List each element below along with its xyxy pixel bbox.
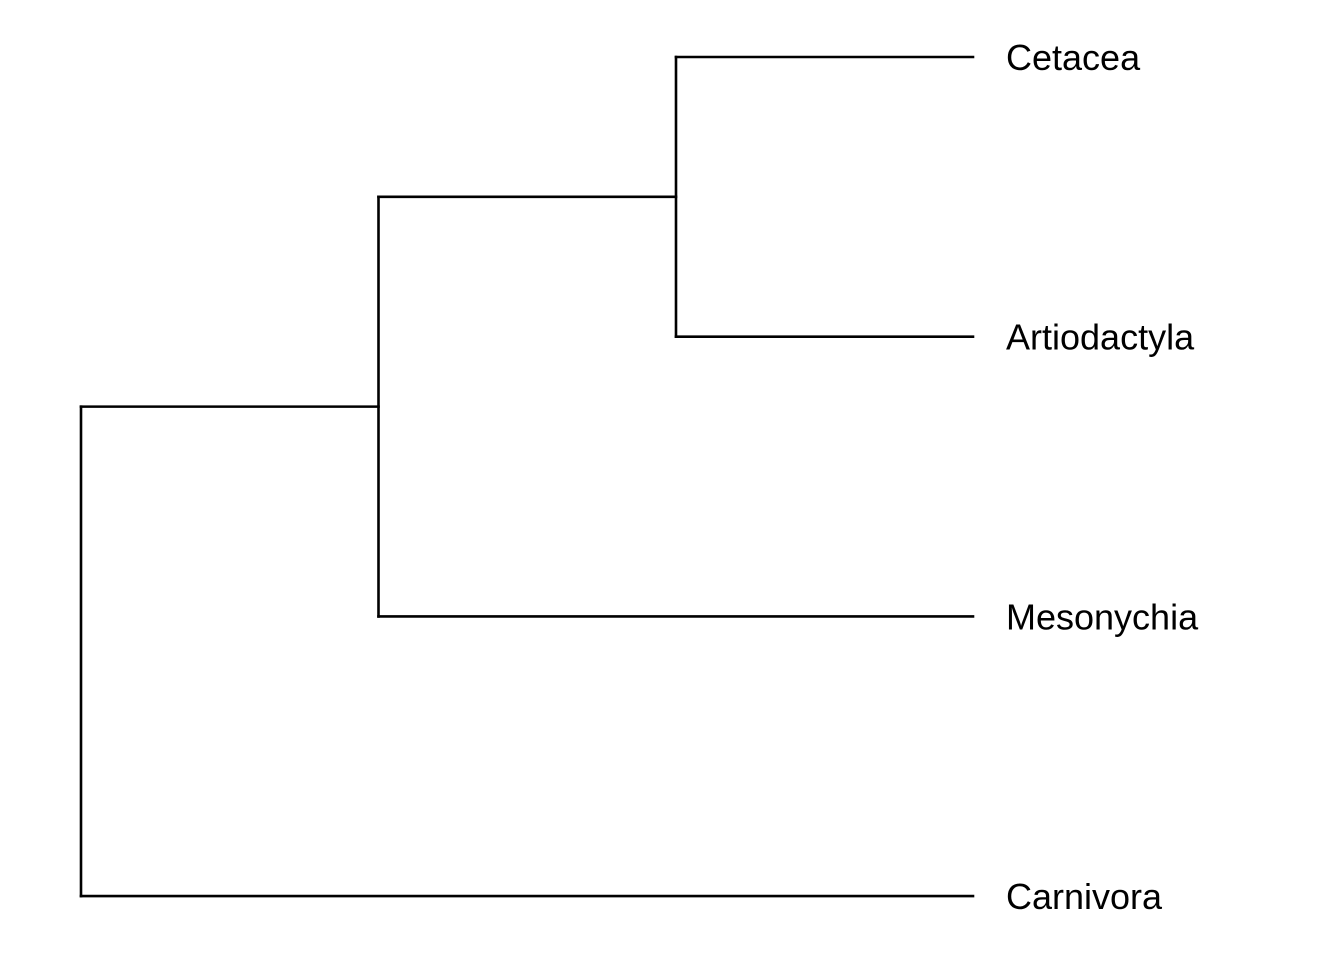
tip-label-mesonychia: Mesonychia bbox=[1006, 596, 1199, 637]
tip-label-cetacea: Cetacea bbox=[1006, 37, 1141, 78]
tip-label-carnivora: Carnivora bbox=[1006, 876, 1163, 917]
tip-label-artiodactyla: Artiodactyla bbox=[1006, 317, 1195, 358]
tree-branches bbox=[79, 55, 975, 898]
